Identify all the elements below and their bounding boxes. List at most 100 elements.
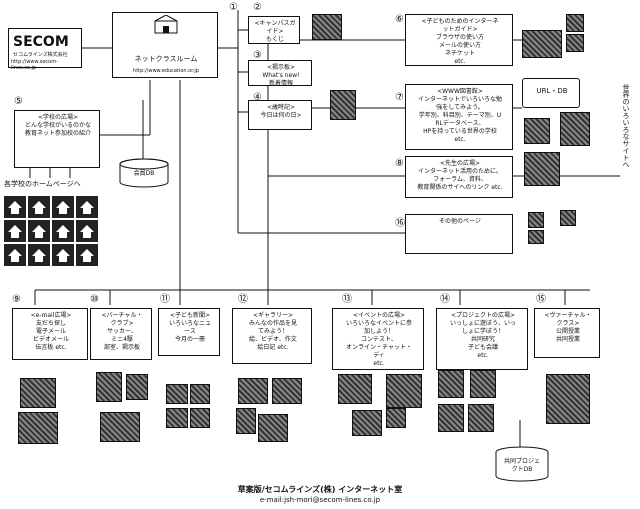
school-house-icon[interactable] [28,196,50,218]
node-text: <ギャラリー>みんなの作品を見てみよう！絵、ビデオ、作文絵日記 etc. [233,312,313,352]
school-house-icon[interactable] [76,244,98,266]
node-box-13[interactable]: <イベントの広場>いろいろなイベントに参加しよう！コンテスト、オンライン・チャッ… [332,308,424,370]
note-icon [528,230,544,244]
node-box-2[interactable]: <掲示板>What's new!新着情報 [248,60,312,87]
node-box-10[interactable]: <バーチャル・クラブ>サッカー、ミニ4駆部室、掲示板 [90,308,152,360]
node-text: <e-mail広場>友だち探し電子メールビデオメール伝言板 etc. [13,312,89,352]
node-line: <子ども新聞> [169,312,211,319]
artist-icon [238,378,268,404]
node-line: インターネットでいろいろな勉 [417,96,502,103]
member-db-label: 会員DB [133,170,155,177]
node-box-7[interactable]: <先生の広場>インターネット活用のために。フォーラム、資料、教育関係のサイへのリ… [405,156,513,198]
node-line: 教育ネット参加校の紹介 [24,130,91,137]
node-line: ブラウザの使い方 [435,34,484,41]
node-text: <学校の広場>どんな学校がいるのかな教育ネット参加校の紹介 [15,114,101,138]
node-line: どんな学校がいるのかな [24,122,91,129]
node-box-9[interactable]: <e-mail広場>友だち探し電子メールビデオメール伝言板 etc. [12,308,88,360]
node-line: メールの使い方 [438,42,481,49]
project-db-label-1: 共同プロジェ [503,458,540,465]
node-text: <WWW図書館>インターネットでいろいろな勉強をしてみよう。学年別、科目別、テー… [406,88,514,144]
kid-with-book-icon [522,30,562,58]
node-line: <学校の広場> [37,114,79,121]
node-number: ③ [253,50,262,61]
member-db: 会員DB [114,158,174,192]
school-house-icon[interactable] [76,196,98,218]
node-number: ④ [253,92,262,103]
school-house-icon[interactable] [28,220,50,242]
news-icon-2 [190,384,210,404]
node-line: いろいろなイベントに参 [345,320,412,327]
school-pages-label: 各学校のホームページへ [4,180,81,188]
node-line: <プロジェクトの広場> [450,312,516,319]
hub-url: http://www.education.or.jp [133,68,199,74]
node-line: その他のページ [439,218,481,225]
node-line: 友だち探し [35,320,66,327]
node-line: しょに学ぼう！ [461,328,504,335]
node-line: いろいろなニュ [168,320,211,327]
node-line: <WWW図書館> [437,88,483,95]
face-icon-1 [566,14,584,32]
hub-box: ネットクラスルーム http://www.education.or.jp [112,12,218,78]
node-text: <バーチャル・クラブ>サッカー、ミニ4駆部室、掲示板 [91,312,153,352]
school-house-icon[interactable] [4,196,26,218]
news-icon-1 [166,384,188,404]
node-number: ⑫ [238,294,248,305]
node-line: いっしょに遊ぼう、いっ [449,320,516,327]
node-text: <子ども新聞>いろいろなニュース今月の一冊 [159,312,221,344]
node-line: フォーラム、資料、 [433,176,487,183]
project-db: 共同プロジェ クトDB [492,446,552,486]
children-icon [438,370,464,398]
node-number: ⑨ [12,294,21,305]
node-line: インターネット活用のために。 [417,168,502,175]
school-house-icon[interactable] [28,244,50,266]
school-house-icon[interactable] [52,220,74,242]
node-line: <e-mail広場> [30,312,72,319]
footer-line-2: e-mail:jsh-mori@secom-lines.co.jp [259,496,381,504]
node-number: ⑧ [395,158,404,169]
node-line: サッカー、 [107,328,137,335]
node-line: 絵、ビデオ、作文 [249,336,297,343]
node-number: ⑯ [395,218,405,229]
node-number: ⑪ [160,294,170,305]
url-db: URL・DB [522,78,580,108]
node-number: ⑤ [14,96,23,107]
logo-sub: セコムラインズ株式会社 [13,52,68,58]
node-line: 強をしてみよう。 [436,104,484,111]
school-house-icon[interactable] [52,244,74,266]
node-line: <掲示板> [266,64,296,71]
node-box-3[interactable]: <歳時記>今日は何の日> [248,100,312,130]
node-line: etc. [454,136,466,143]
node-line: 今日は何の日> [260,112,302,119]
node-line: ミニ4駆 [111,336,133,343]
school-house-icon[interactable] [76,220,98,242]
node-line: ース [184,328,196,335]
node-line: 今月の一冊 [174,336,205,343]
node-line: オンライン・チャット・ [346,344,412,351]
school-house-icon[interactable] [4,244,26,266]
school-house-icon[interactable] [4,220,26,242]
node-line: イド> [266,28,284,35]
node-box-12[interactable]: <ギャラリー>みんなの作品を見てみよう！絵、ビデオ、作文絵日記 etc. [232,308,312,364]
badge-icon [258,414,288,442]
node-number: ⑮ [536,294,546,305]
node-box-1[interactable]: <キャンパスガイド>もくじ [248,16,300,44]
node-line: <歳時記> [266,104,296,111]
node-line: 学年別、科目別、テーマ別、U [418,112,502,119]
node-line: 新着情報 [268,80,293,87]
node-box-15[interactable]: <ヴァーチャル・クラス>公開授業共同授業 [534,308,600,358]
node-number: ⑦ [395,92,404,103]
node-box-4[interactable]: <学校の広場>どんな学校がいるのかな教育ネット参加校の紹介 [14,110,100,168]
node-line: etc. [373,360,385,367]
node-box-6[interactable]: <WWW図書館>インターネットでいろいろな勉強をしてみよう。学年別、科目別、テー… [405,84,513,150]
news-icon-4 [190,408,210,428]
node-box-11[interactable]: <子ども新聞>いろいろなニュース今月の一冊 [158,308,220,356]
teacher-board-icon [468,404,494,432]
project-db-label-2: クトDB [511,466,533,473]
url-db-label: URL・DB [536,87,568,95]
node-box-8[interactable]: その他のページ [405,214,513,254]
school-house-icon[interactable] [52,196,74,218]
